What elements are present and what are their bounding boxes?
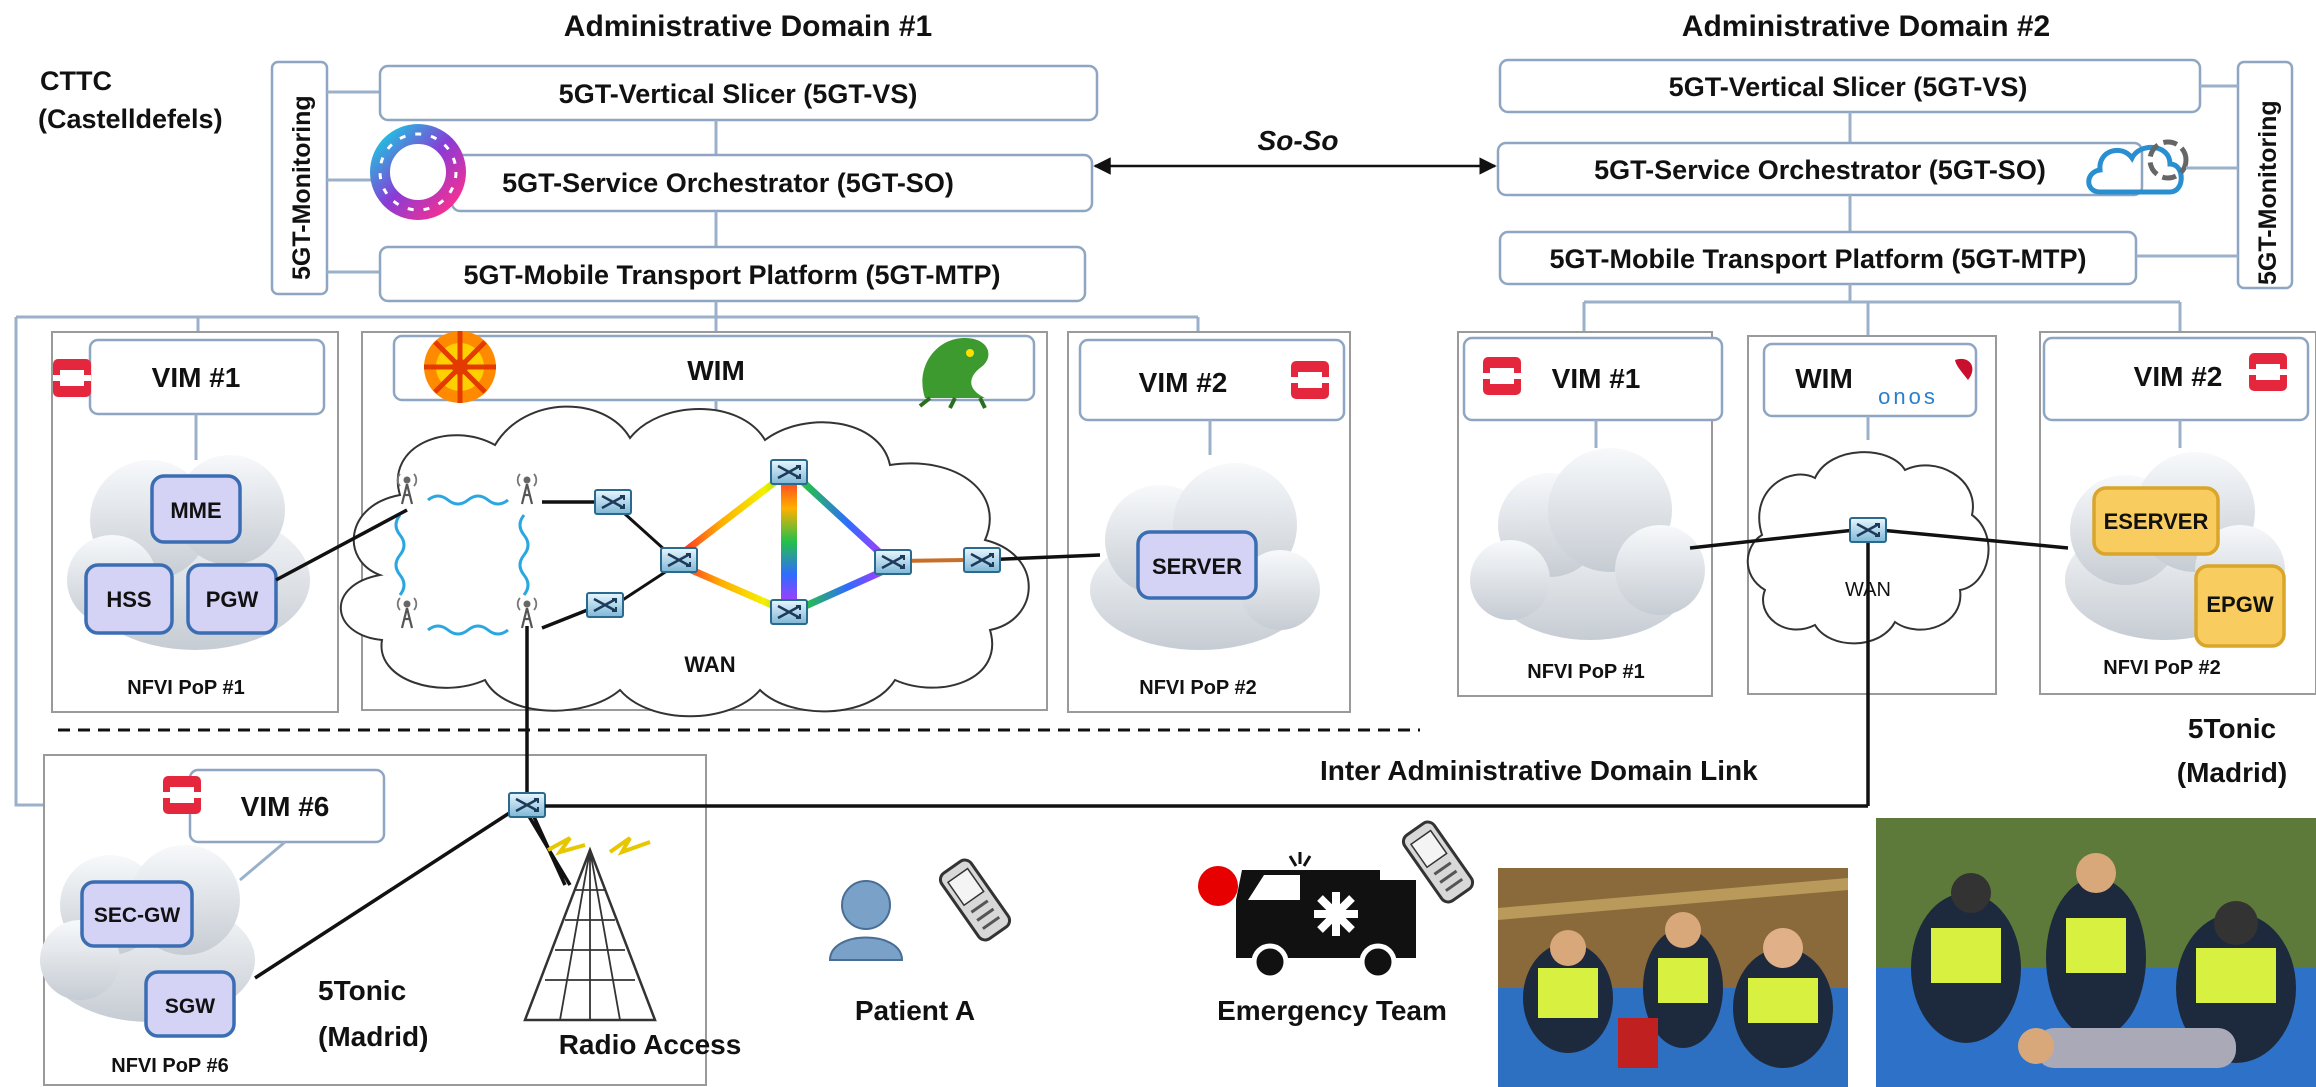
domain2-wim-label: WIM xyxy=(1795,363,1853,394)
patient-label: Patient A xyxy=(855,995,975,1026)
onos-logo: onos xyxy=(1878,358,1973,409)
switch-icon xyxy=(769,598,809,626)
domain2-vim1-label: VIM #1 xyxy=(1552,363,1641,394)
domain1-title: Administrative Domain #1 xyxy=(564,10,932,43)
domain1-pop1-label: NFVI PoP #1 xyxy=(127,677,244,699)
vnf-pgw-label: PGW xyxy=(206,587,259,612)
domain1-pop2-label: NFVI PoP #2 xyxy=(1139,677,1256,699)
switch-icon xyxy=(873,548,913,576)
switch-icon xyxy=(593,488,633,516)
cloud-orchestrator-logo xyxy=(2086,139,2189,195)
domain1-vs-box[interactable] xyxy=(378,64,1099,122)
openstack-logo xyxy=(1291,361,1329,399)
so-so-label: So-So xyxy=(1258,125,1339,156)
domain1-site-line1: CTTC xyxy=(40,66,112,96)
domain2-so-label: 5GT-Service Orchestrator (5GT-SO) xyxy=(1594,155,2046,185)
domain2-mtp-label: 5GT-Mobile Transport Platform (5GT-MTP) xyxy=(1549,244,2086,274)
vnf-mme-label: MME xyxy=(170,498,221,523)
domain2-so-box[interactable] xyxy=(1496,141,2144,197)
inter-domain-link-label: Inter Administrative Domain Link xyxy=(1320,755,1758,786)
domain1-vim1-label: VIM #1 xyxy=(152,362,241,393)
domain2-vs-label: 5GT-Vertical Slicer (5GT-VS) xyxy=(1669,72,2028,102)
domain1-site6-line1: 5Tonic xyxy=(318,975,406,1006)
radio-access-label: Radio Access xyxy=(559,1029,742,1060)
domain1-monitoring-label: 5GT-Monitoring xyxy=(288,95,316,280)
domain1-mtp-label: 5GT-Mobile Transport Platform (5GT-MTP) xyxy=(463,260,1000,290)
openstack-logo xyxy=(53,359,91,397)
switch-icon xyxy=(507,791,547,819)
domain2-title: Administrative Domain #2 xyxy=(1682,10,2050,43)
openstack-logo xyxy=(2249,353,2287,391)
domain2-pop1-cloud xyxy=(1470,448,1705,640)
domain1-vs-label: 5GT-Vertical Slicer (5GT-VS) xyxy=(559,79,918,109)
domain2-vim1-box[interactable] xyxy=(1462,336,1724,422)
domain1-monitoring-box[interactable] xyxy=(270,60,329,296)
domain1-pop6-label: NFVI PoP #6 xyxy=(111,1055,228,1077)
vnf-server[interactable] xyxy=(1136,530,1258,600)
sdn-starburst-logo xyxy=(424,331,496,403)
domain1-wim-label: WIM xyxy=(687,355,745,386)
domain1-vim2-label: VIM #2 xyxy=(1139,367,1228,398)
user-icon xyxy=(828,880,904,961)
domain1-mtp-box[interactable] xyxy=(378,245,1087,303)
openstack-logo xyxy=(1483,357,1521,395)
vnf-eserver-label: ESERVER xyxy=(2104,509,2209,534)
switch-icon xyxy=(585,591,625,619)
domain1-vim2-box[interactable] xyxy=(1078,338,1346,422)
onos-logo-text: onos xyxy=(1878,384,1938,409)
domain2-site-line1: 5Tonic xyxy=(2188,713,2276,744)
ring-logo xyxy=(370,124,466,220)
emergency-photo-1 xyxy=(1498,868,1848,1087)
domain2-vim2-label: VIM #2 xyxy=(2134,361,2223,392)
vnf-pgw[interactable] xyxy=(186,563,278,635)
domain2-site-line2: (Madrid) xyxy=(2177,757,2287,788)
domain1-wim-box[interactable] xyxy=(392,334,1036,402)
domain2-wim-box[interactable] xyxy=(1762,342,1978,418)
domain2-pop2-label: NFVI PoP #2 xyxy=(2103,657,2220,679)
vnf-server-label: SERVER xyxy=(1152,554,1242,579)
vnf-hss[interactable] xyxy=(84,563,174,635)
switch-icon xyxy=(769,458,809,486)
domain1-site6-line2: (Madrid) xyxy=(318,1021,428,1052)
mobile-phone-icon xyxy=(938,858,1012,942)
openstack-logo xyxy=(163,776,201,814)
domain2-mtp-box[interactable] xyxy=(1498,230,2138,286)
emergency-photo-2 xyxy=(1876,818,2316,1087)
mobile-phone-icon xyxy=(1401,820,1475,904)
vnf-sgw-label: SGW xyxy=(165,995,215,1018)
vnf-sgw[interactable] xyxy=(144,970,236,1038)
domain1-wan-label: WAN xyxy=(684,652,735,677)
opendaylight-logo xyxy=(918,338,989,409)
domain1-so-label: 5GT-Service Orchestrator (5GT-SO) xyxy=(502,168,954,198)
domain2-vim2-box[interactable] xyxy=(2042,336,2310,422)
vnf-epgw[interactable] xyxy=(2194,564,2286,648)
domain1-vim6-label: VIM #6 xyxy=(241,791,330,822)
switch-icon xyxy=(659,546,699,574)
vnf-mme[interactable] xyxy=(150,474,242,544)
vnf-hss-label: HSS xyxy=(106,587,151,612)
vnf-eserver[interactable] xyxy=(2092,486,2220,556)
vnf-sec-gw-label: SEC-GW xyxy=(94,904,181,927)
alert-dot xyxy=(1198,866,1238,906)
radio-tower-icon xyxy=(523,836,657,1022)
domain2-pop1-label: NFVI PoP #1 xyxy=(1527,661,1644,683)
emergency-team-label: Emergency Team xyxy=(1217,995,1447,1026)
vnf-sec-gw[interactable] xyxy=(80,880,194,948)
domain1-site-line2: (Castelldefels) xyxy=(38,104,223,134)
switch-icon xyxy=(1848,516,1888,544)
domain2-monitoring-label: 5GT-Monitoring xyxy=(2254,100,2282,285)
ambulance-icon xyxy=(1236,852,1416,981)
domain2-monitoring-box[interactable] xyxy=(2236,60,2294,290)
vnf-epgw-label: EPGW xyxy=(2206,592,2273,617)
switch-icon xyxy=(962,546,1002,574)
